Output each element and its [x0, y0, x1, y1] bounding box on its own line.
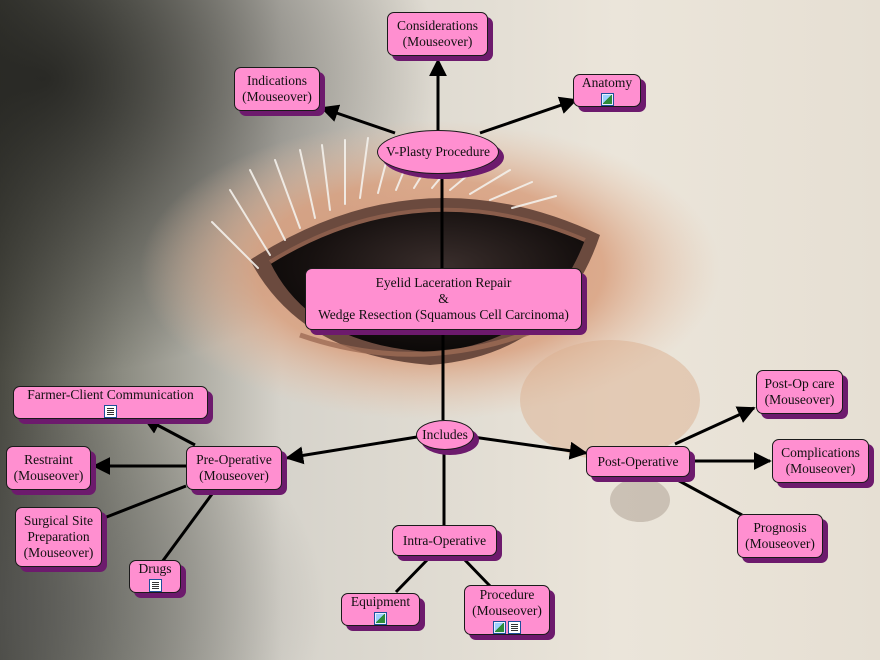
restraint-node[interactable]: Restraint (Mouseover) — [6, 446, 91, 490]
restraint-label: Restraint (Mouseover) — [13, 452, 84, 483]
includes-label: Includes — [422, 427, 468, 442]
pre-operative-node[interactable]: Pre-Operative (Mouseover) — [186, 446, 282, 490]
farmer-client-communication-label: Farmer-Client Communication — [27, 387, 194, 402]
image-icon[interactable] — [600, 93, 614, 106]
anatomy-label: Anatomy — [581, 75, 633, 90]
includes-node[interactable]: Includes — [416, 420, 474, 450]
equipment-node[interactable]: Equipment — [341, 593, 420, 626]
indications-node[interactable]: Indications (Mouseover) — [234, 67, 320, 111]
post-op-care-node[interactable]: Post-Op care (Mouseover) — [756, 370, 843, 414]
drugs-node[interactable]: Drugs — [129, 560, 181, 593]
intra-operative-label: Intra-Operative — [402, 532, 487, 548]
vplasty-procedure-label: V-Plasty Procedure — [385, 144, 491, 159]
complications-node[interactable]: Complications (Mouseover) — [772, 439, 869, 483]
post-op-care-label: Post-Op care (Mouseover) — [764, 376, 835, 407]
anatomy-node[interactable]: Anatomy — [573, 74, 641, 107]
image-icon[interactable] — [374, 612, 387, 625]
pre-operative-label: Pre-Operative (Mouseover) — [196, 452, 272, 483]
post-operative-node[interactable]: Post-Operative — [586, 446, 690, 477]
image-icon[interactable] — [493, 620, 506, 634]
prognosis-label: Prognosis (Mouseover) — [745, 520, 815, 551]
surgical-site-preparation-node[interactable]: Surgical Site Preparation (Mouseover) — [15, 507, 102, 567]
equipment-label: Equipment — [350, 594, 411, 609]
surgical-site-preparation-label: Surgical Site Preparation (Mouseover) — [23, 513, 94, 560]
procedure-label: Procedure (Mouseover) — [472, 586, 542, 618]
intra-operative-node[interactable]: Intra-Operative — [392, 525, 497, 556]
procedure-node[interactable]: Procedure (Mouseover) — [464, 585, 550, 635]
farmer-client-communication-node[interactable]: Farmer-Client Communication — [13, 386, 208, 419]
considerations-label: Considerations (Mouseover) — [397, 18, 478, 49]
prognosis-node[interactable]: Prognosis (Mouseover) — [737, 514, 823, 558]
complications-label: Complications (Mouseover) — [781, 445, 860, 476]
considerations-node[interactable]: Considerations (Mouseover) — [387, 12, 488, 56]
drugs-label: Drugs — [138, 561, 172, 576]
main-topic-label: Eyelid Laceration Repair & Wedge Resecti… — [318, 275, 569, 322]
indications-label: Indications (Mouseover) — [242, 73, 312, 104]
main-topic-node[interactable]: Eyelid Laceration Repair & Wedge Resecti… — [305, 268, 582, 330]
vplasty-procedure-node[interactable]: V-Plasty Procedure — [377, 130, 499, 174]
document-icon[interactable] — [148, 579, 162, 592]
post-operative-label: Post-Operative — [597, 453, 679, 469]
document-icon[interactable] — [104, 405, 117, 418]
document-icon[interactable] — [508, 620, 521, 634]
